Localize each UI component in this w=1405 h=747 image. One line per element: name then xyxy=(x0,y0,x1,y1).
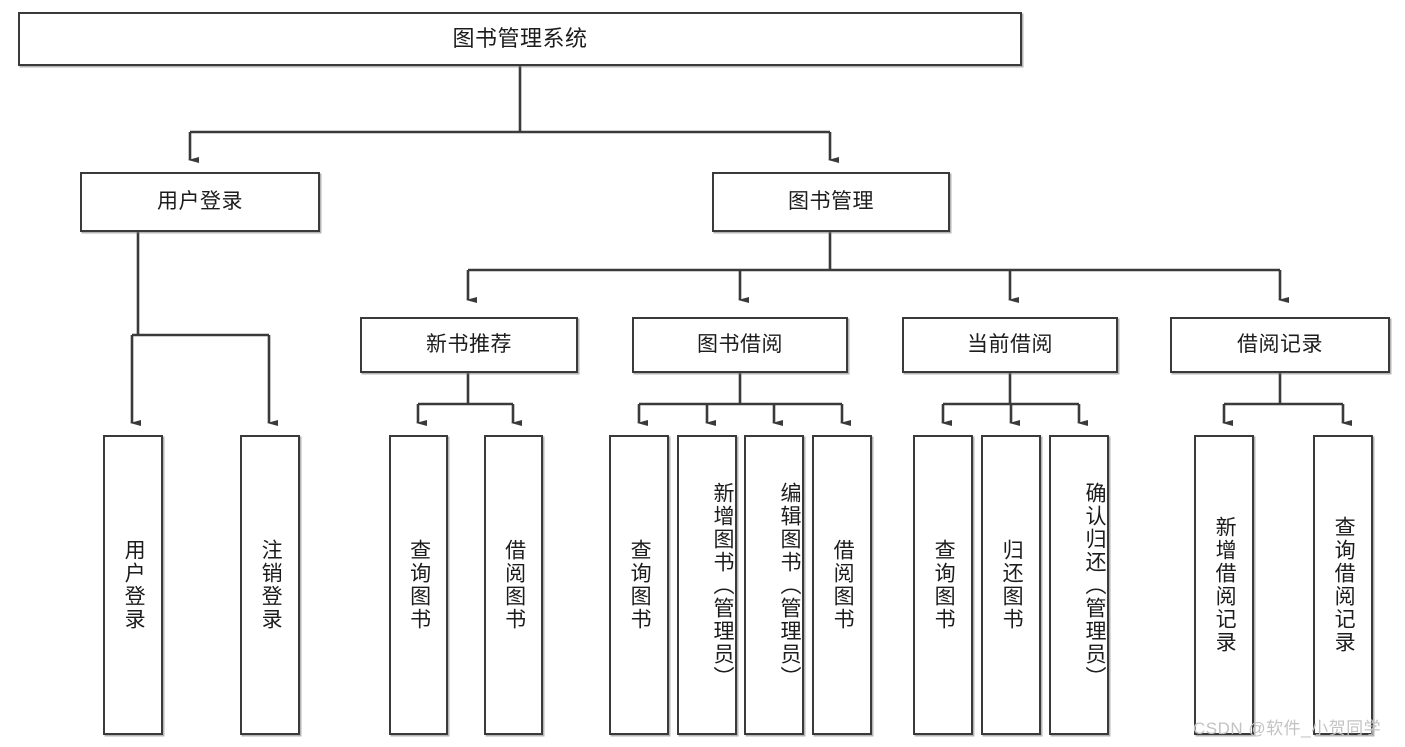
leaf-label: 注销登录 xyxy=(259,539,283,631)
leaf-label: 新增图书（管理员） xyxy=(711,481,734,689)
leaf-label: 查询图书 xyxy=(407,539,431,631)
leaf-label: 借阅图书 xyxy=(831,539,855,631)
node-user-login[interactable]: 用户登录 xyxy=(80,172,320,232)
leaf-current-query-book[interactable]: 查询图书 xyxy=(913,435,973,735)
leaf-label: 查询图书 xyxy=(932,539,956,631)
csdn-watermark: CSDN @软件_小贺同学 xyxy=(1193,719,1382,738)
leaf-label: 新增借阅记录 xyxy=(1213,516,1237,654)
node-current-borrow[interactable]: 当前借阅 xyxy=(902,317,1118,373)
node-book-management[interactable]: 图书管理 xyxy=(712,172,950,232)
node-borrow-record[interactable]: 借阅记录 xyxy=(1170,317,1390,373)
node-new-book-recommend[interactable]: 新书推荐 xyxy=(360,317,578,373)
leaf-borrow-edit-book-admin[interactable]: 编辑图书（管理员） xyxy=(744,435,804,735)
leaf-label: 归还图书 xyxy=(1000,539,1024,631)
leaf-label: 查询图书 xyxy=(628,539,652,631)
leaf-borrow-query-book[interactable]: 查询图书 xyxy=(609,435,669,735)
leaf-borrow-add-book-admin[interactable]: 新增图书（管理员） xyxy=(677,435,737,735)
leaf-label: 编辑图书（管理员） xyxy=(778,481,801,689)
leaf-newbook-query-book[interactable]: 查询图书 xyxy=(389,435,448,735)
leaf-label: 确认归还（管理员） xyxy=(1083,481,1106,689)
leaf-user-login-signout[interactable]: 注销登录 xyxy=(240,435,300,735)
leaf-borrow-borrow-book[interactable]: 借阅图书 xyxy=(812,435,872,735)
node-book-borrow[interactable]: 图书借阅 xyxy=(632,317,848,373)
leaf-record-query-record[interactable]: 查询借阅记录 xyxy=(1313,435,1373,735)
leaf-current-return-book[interactable]: 归还图书 xyxy=(981,435,1041,735)
node-root-system[interactable]: 图书管理系统 xyxy=(18,12,1022,66)
leaf-newbook-borrow-book[interactable]: 借阅图书 xyxy=(484,435,543,735)
leaf-label: 查询借阅记录 xyxy=(1332,516,1356,654)
leaf-label: 用户登录 xyxy=(122,539,146,631)
leaf-label: 借阅图书 xyxy=(502,539,526,631)
leaf-current-confirm-return-admin[interactable]: 确认归还（管理员） xyxy=(1049,435,1109,735)
leaf-user-login-signin[interactable]: 用户登录 xyxy=(103,435,163,735)
leaf-record-add-record[interactable]: 新增借阅记录 xyxy=(1194,435,1254,735)
